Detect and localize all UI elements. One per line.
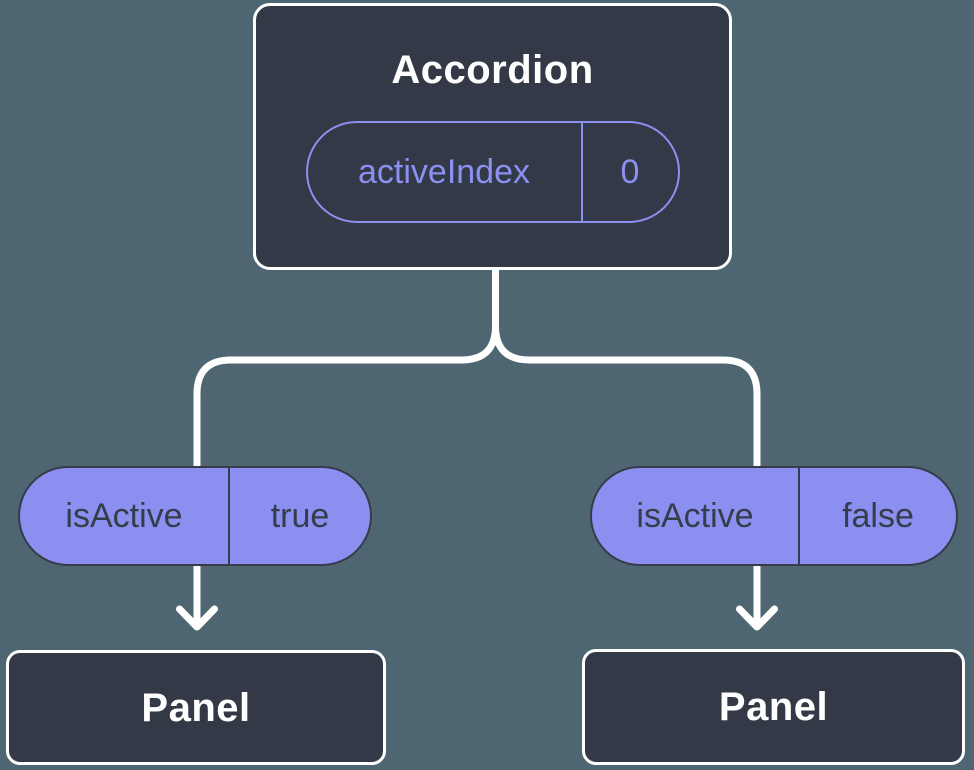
panel-node-title: Panel xyxy=(718,685,829,729)
is-active-prop-pill-right: isActive false xyxy=(590,466,958,566)
prop-value-label: 0 xyxy=(580,123,678,221)
prop-value-label: true xyxy=(228,468,370,564)
left-arrow-down-icon xyxy=(176,605,218,631)
connector-right-branch xyxy=(492,268,761,470)
accordion-node: Accordion activeIndex 0 xyxy=(253,3,732,270)
is-active-prop-pill-left: isActive true xyxy=(18,466,372,566)
connector-left-branch xyxy=(193,268,499,470)
prop-name-label: isActive xyxy=(65,496,183,535)
prop-value-label: false xyxy=(798,468,956,564)
accordion-node-title: Accordion xyxy=(391,48,594,92)
panel-node-left: Panel xyxy=(6,650,386,765)
prop-name-label: activeIndex xyxy=(358,152,530,191)
right-arrow-down-icon xyxy=(736,605,778,631)
panel-node-right: Panel xyxy=(582,649,965,765)
active-index-prop-pill: activeIndex 0 xyxy=(305,121,680,223)
panel-node-title: Panel xyxy=(141,685,251,730)
prop-name-label: isActive xyxy=(636,496,754,535)
